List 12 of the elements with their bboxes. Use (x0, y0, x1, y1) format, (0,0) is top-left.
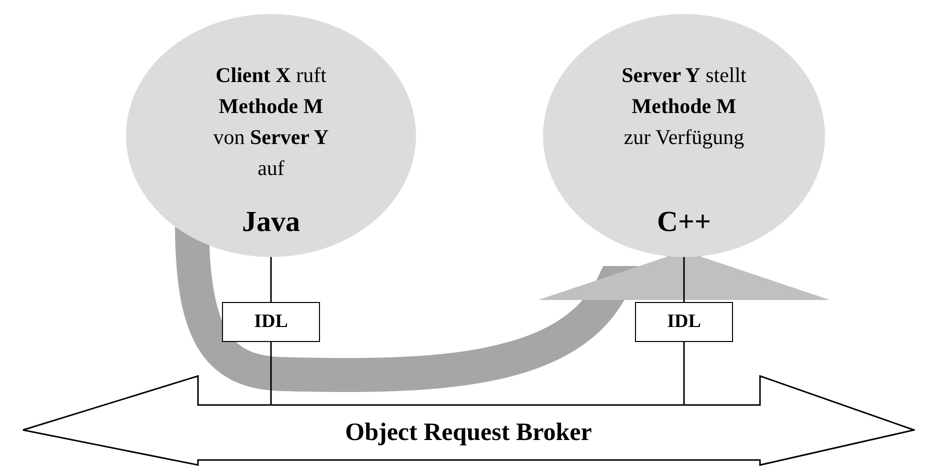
node-description: Client X ruft Methode M von Server Y auf (212, 62, 330, 182)
node-description: Server Y stellt Methode M zur Verfügung (620, 62, 748, 151)
broker-label: Object Request Broker (345, 418, 592, 448)
language-label: C++ (657, 205, 711, 240)
interface-box (635, 302, 733, 342)
language-label: Java (242, 205, 300, 240)
connector-line (683, 342, 685, 405)
connector-line (683, 257, 685, 302)
connector-line (270, 257, 272, 302)
box-label: IDL (254, 310, 288, 334)
box-label: IDL (667, 310, 701, 334)
interface-box (222, 302, 320, 342)
